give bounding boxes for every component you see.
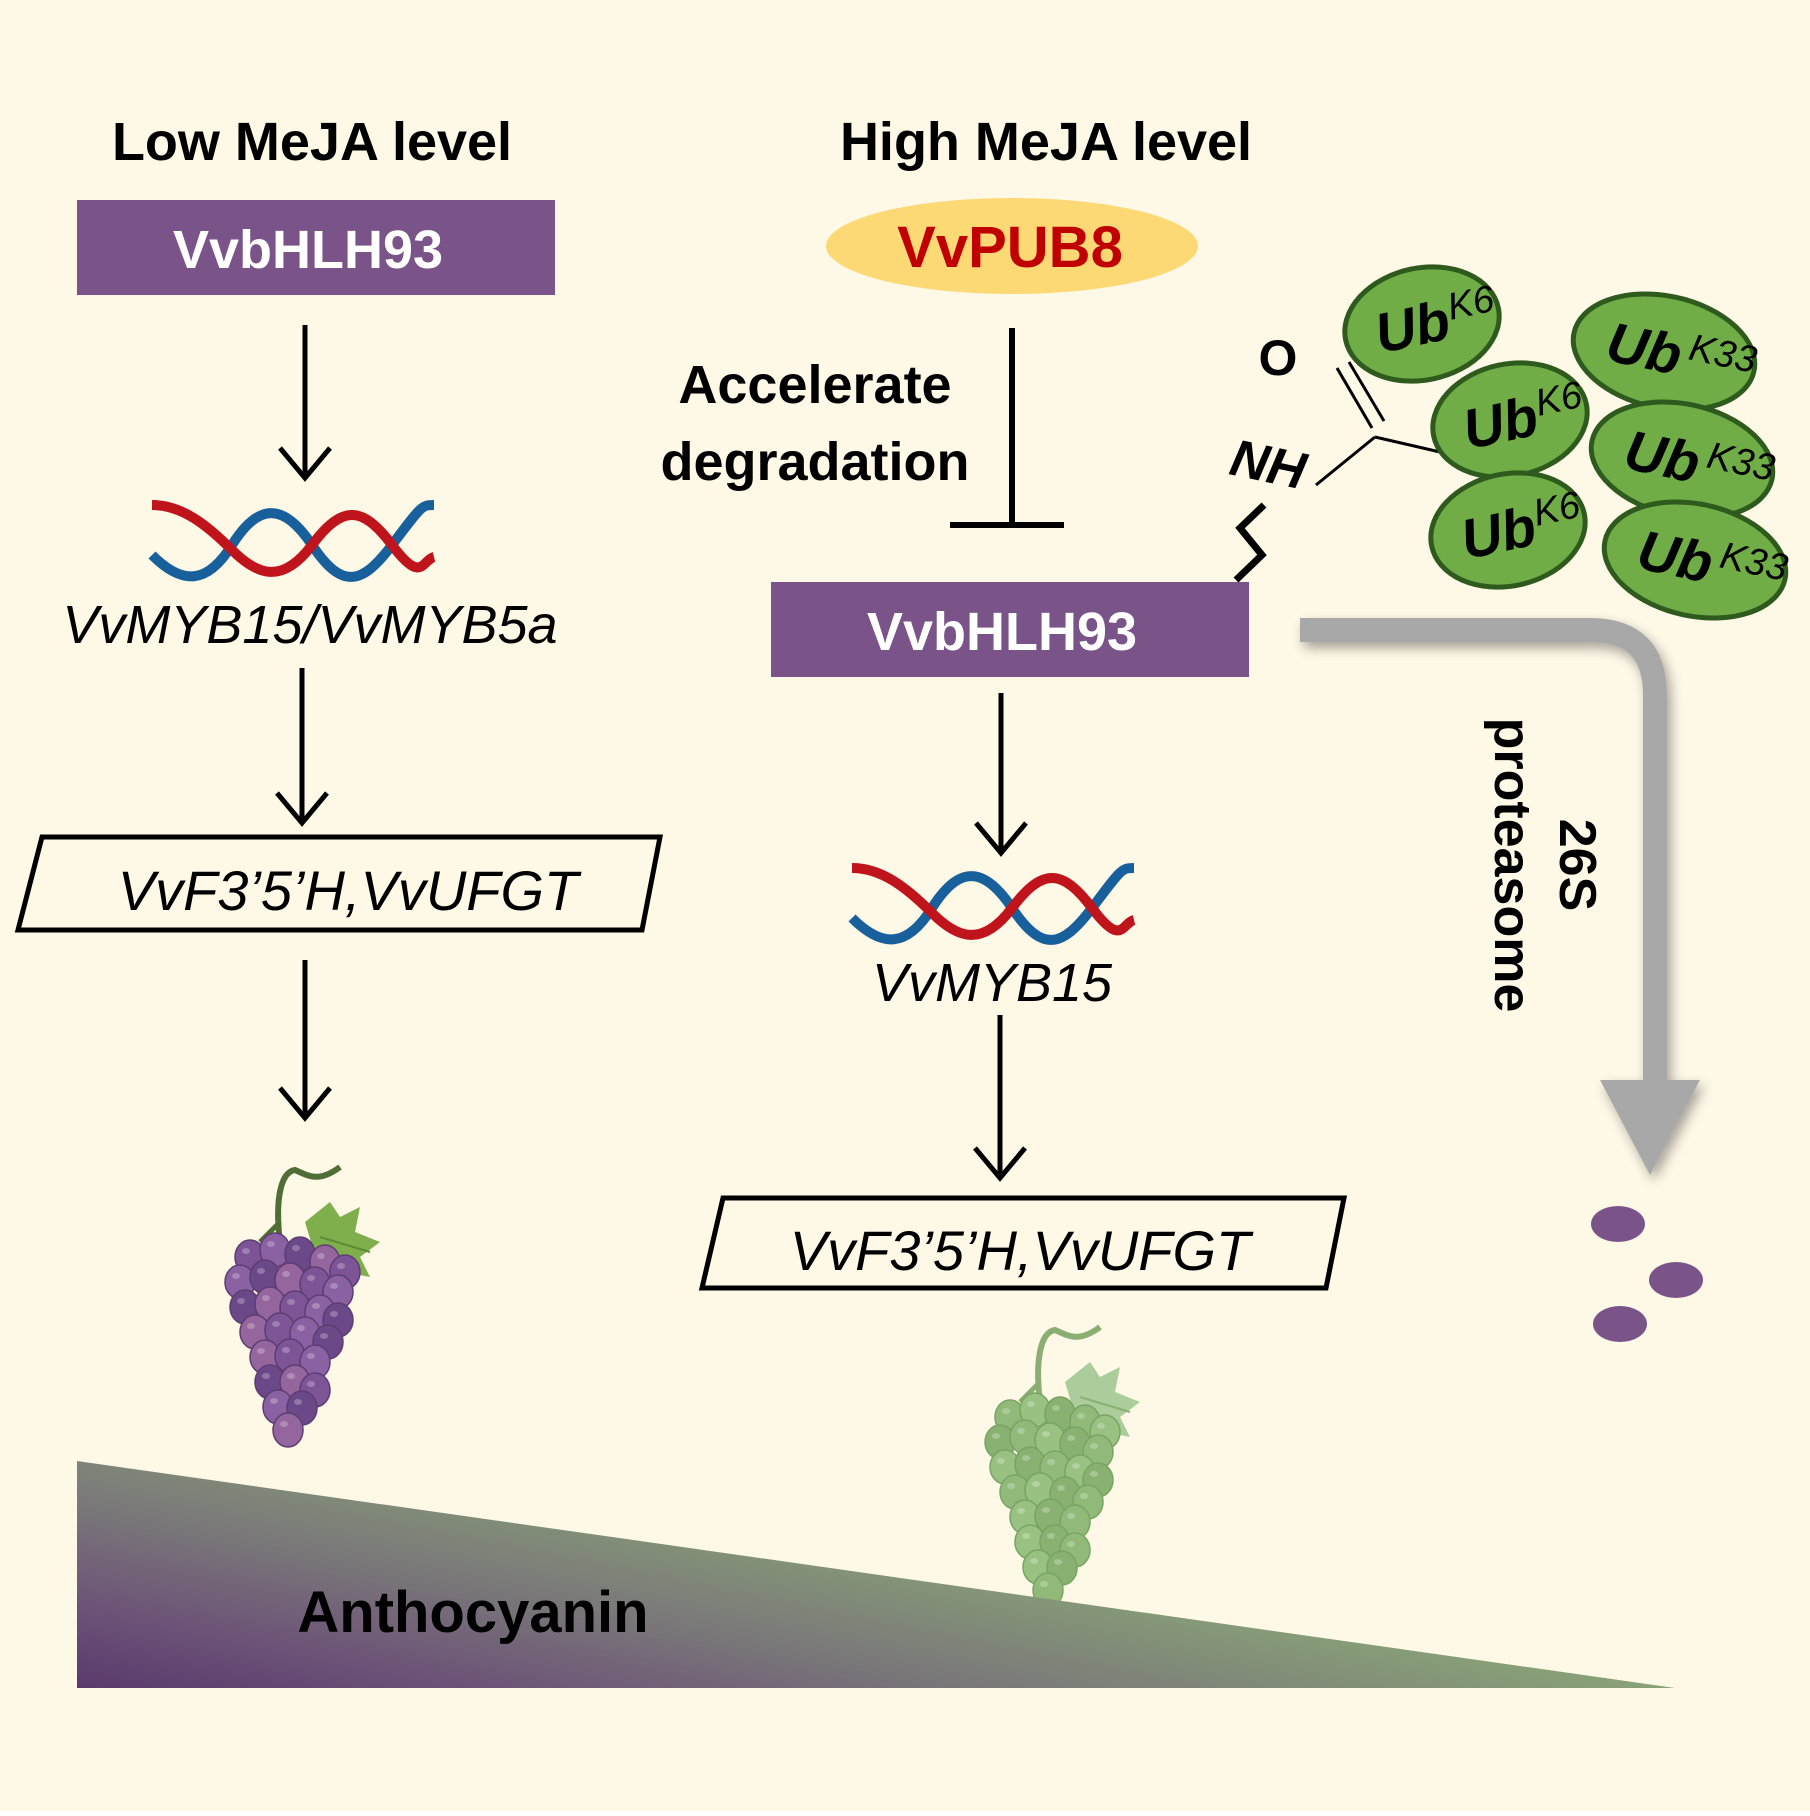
grape-stem bbox=[1035, 1324, 1102, 1403]
inhibit-label-line1: Accelerate bbox=[678, 355, 951, 415]
left-tf-box: VvbHLH93 bbox=[77, 200, 555, 295]
right-target-genes-box: VvF3’5’H,VvUFGT bbox=[698, 1195, 1348, 1291]
left-gene-label: VvMYB15/VvMYB5a bbox=[62, 595, 557, 655]
right-tf-label: VvbHLH93 bbox=[867, 602, 1137, 662]
vvpub8-label: VvPUB8 bbox=[897, 215, 1123, 280]
left-target-genes-label: VvF3’5’H,VvUFGT bbox=[118, 859, 582, 922]
proteasome-arrow bbox=[1300, 618, 1700, 1175]
ubiquitin-label: Ub bbox=[1601, 310, 1687, 387]
ubiquitin-linkage bbox=[1233, 361, 1441, 583]
proteasome-label-line2: proteasome bbox=[1483, 718, 1541, 1013]
left-arrow-1 bbox=[278, 325, 332, 482]
proteasome-label: 26S proteasome bbox=[1483, 718, 1606, 1013]
right-arrow-1 bbox=[974, 693, 1028, 857]
fragment-dot bbox=[1593, 1306, 1647, 1342]
ubiquitin-label: Ub bbox=[1619, 418, 1705, 495]
carbonyl-o-label: O bbox=[1259, 330, 1298, 386]
ubiquitin-label: Ub bbox=[1632, 518, 1718, 595]
purple-grape-bunch-icon bbox=[224, 1164, 380, 1448]
fragment-dot bbox=[1649, 1262, 1703, 1298]
right-tf-box: VvbHLH93 bbox=[771, 582, 1249, 677]
amide-nh-label: NH bbox=[1225, 429, 1312, 502]
ubiquitin-label: Ub bbox=[1455, 494, 1541, 571]
right-arrow-2 bbox=[973, 1015, 1027, 1182]
inhibit-label-line2: degradation bbox=[660, 432, 969, 492]
left-dna-helix-icon bbox=[148, 500, 437, 582]
right-dna-helix-icon bbox=[848, 863, 1137, 945]
anthocyanin-gradient: Anthocyanin bbox=[77, 1461, 1675, 1688]
ubiquitin-label: Ub bbox=[1369, 288, 1455, 365]
ubiquitin-lysine-superscript: K6 bbox=[1444, 278, 1499, 329]
vvpub8-ellipse: VvPUB8 bbox=[826, 198, 1198, 294]
proteasome-label-line1: 26S bbox=[1548, 819, 1606, 912]
ubiquitin-lysine-superscript: K6 bbox=[1530, 484, 1585, 535]
anthocyanin-label: Anthocyanin bbox=[297, 1580, 648, 1645]
right-gene-label: VvMYB15 bbox=[872, 953, 1113, 1013]
left-title: Low MeJA level bbox=[112, 112, 512, 172]
fragment-dot bbox=[1591, 1206, 1645, 1242]
left-target-genes-box: VvF3’5’H,VvUFGT bbox=[14, 834, 664, 933]
right-title: High MeJA level bbox=[840, 112, 1252, 172]
ubiquitin-lysine-superscript: K6 bbox=[1532, 374, 1587, 425]
left-tf-label: VvbHLH93 bbox=[173, 220, 443, 280]
ubiquitin-label: Ub bbox=[1457, 384, 1543, 461]
inhibition-bar bbox=[950, 328, 1064, 528]
degraded-protein-fragments bbox=[1591, 1206, 1703, 1342]
left-arrow-2 bbox=[275, 668, 329, 827]
green-grape-bunch-icon bbox=[984, 1324, 1140, 1608]
grape-berry bbox=[272, 1412, 304, 1448]
left-arrow-3 bbox=[278, 960, 332, 1122]
right-target-genes-label: VvF3’5’H,VvUFGT bbox=[790, 1219, 1254, 1282]
grape-stem bbox=[275, 1164, 342, 1243]
